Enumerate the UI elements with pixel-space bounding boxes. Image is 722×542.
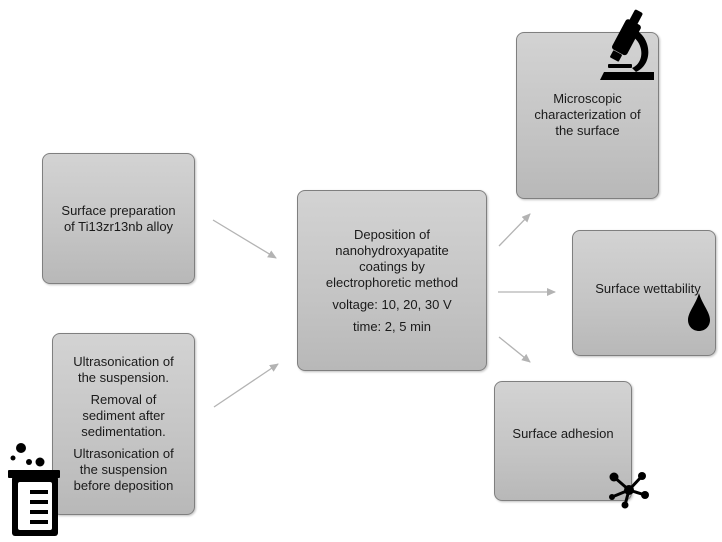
ultrasonication-step-1-line-2: the suspension. [77, 370, 170, 385]
deposition-line-4: electrophoretic method [325, 274, 459, 290]
molecule-icon [609, 472, 649, 509]
arrow-prep-to-deposition [212, 219, 277, 259]
microscopic-line-3: the surface [555, 123, 620, 138]
surface-preparation-line-1: Surface preparation [61, 202, 176, 218]
surface-preparation-line-2: of Ti13zr13nb alloy [63, 218, 174, 234]
sediment-removal-line-3: sedimentation. [81, 424, 166, 439]
arrow-deposition-to-microscopic [498, 213, 531, 247]
surface-preparation-box: Surface preparation of Ti13zr13nb alloy [42, 153, 195, 284]
deposition-box: Deposition of nanohydroxyapatite coating… [297, 190, 487, 371]
ultrasonication-box: Ultrasonication of the suspension. Remov… [52, 333, 195, 515]
microscopic-line-1: Microscopic [553, 91, 622, 106]
arrow-ultrasonication-to-deposition [213, 363, 279, 408]
ultrasonication-step-2-line-1: Ultrasonication of [73, 446, 174, 461]
water-drop-icon [688, 293, 710, 331]
deposition-line-1: Deposition of [354, 226, 430, 242]
sediment-removal-line-2: sediment after [82, 408, 165, 423]
microscopic-characterization-box: Microscopic characterization of the surf… [516, 32, 659, 199]
beaker-icon [8, 443, 60, 536]
deposition-line-2: nanohydroxyapatite [335, 242, 449, 258]
microscope-icon [600, 9, 654, 80]
deposition-voltage: voltage: 10, 20, 30 V [332, 296, 452, 312]
surface-adhesion-label: Surface adhesion [512, 426, 614, 441]
surface-adhesion-box: Surface adhesion [494, 381, 632, 501]
deposition-line-3: coatings by [359, 258, 425, 274]
surface-wettability-label: Surface wettability [595, 281, 701, 296]
ultrasonication-step-2-line-3: before deposition [73, 478, 174, 493]
arrow-deposition-to-adhesion [498, 336, 531, 363]
surface-wettability-box: Surface wettability [572, 230, 716, 356]
deposition-time: time: 2, 5 min [352, 318, 432, 334]
sediment-removal-line-1: Removal of [90, 392, 157, 407]
ultrasonication-step-1-line-1: Ultrasonication of [73, 354, 174, 369]
ultrasonication-step-2-line-2: the suspension [79, 462, 168, 477]
microscopic-line-2: characterization of [534, 107, 641, 122]
